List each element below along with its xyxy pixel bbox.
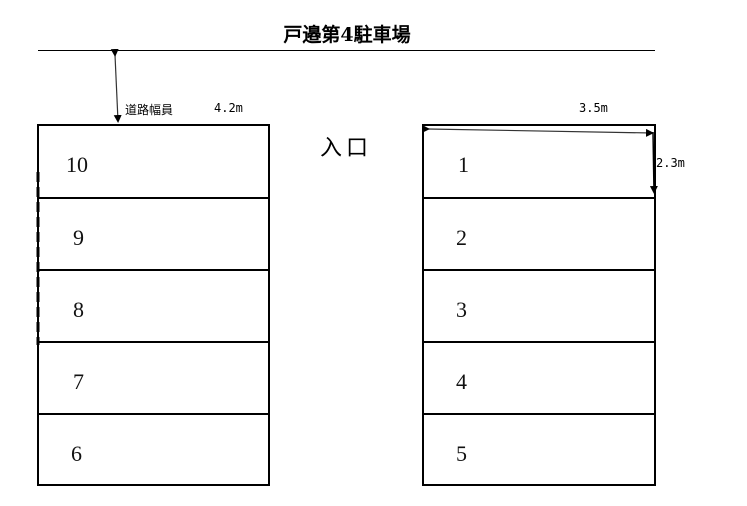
stall-number: 5 (456, 441, 467, 466)
road-edge-line (38, 50, 655, 51)
stall-length-label: 3.5m (579, 101, 608, 115)
stall-number: 3 (456, 297, 467, 322)
parking-stall-7[interactable]: 7 (39, 341, 268, 414)
road-width-label: 道路幅員 (125, 103, 174, 117)
stall-number: 8 (73, 297, 84, 322)
stall-number: 7 (73, 369, 84, 394)
stall-number: 9 (73, 225, 84, 250)
right-parking-block: 1 2 3 4 5 (422, 124, 656, 486)
stall-number: 6 (71, 441, 82, 466)
stall-number: 2 (456, 225, 467, 250)
parking-stall-6[interactable]: 6 (39, 413, 268, 486)
left-parking-block: 10 9 8 7 6 (37, 124, 270, 486)
parking-stall-5[interactable]: 5 (424, 413, 654, 486)
parking-stall-4[interactable]: 4 (424, 341, 654, 414)
entrance-label: 入口 (320, 136, 373, 161)
page-title: 戸邉第4駐車場 (283, 24, 411, 46)
parking-stall-3[interactable]: 3 (424, 269, 654, 342)
parking-stall-10[interactable]: 10 (39, 126, 268, 199)
stall-number: 4 (456, 369, 467, 394)
stall-width-label: 2.3m (656, 156, 685, 170)
stall-number: 10 (66, 152, 88, 177)
stall-number: 1 (458, 152, 469, 177)
parking-stall-1[interactable]: 1 (424, 126, 654, 199)
road-width-value: 4.2m (214, 101, 243, 115)
parking-stall-2[interactable]: 2 (424, 197, 654, 270)
parking-stall-8[interactable]: 8 (39, 269, 268, 342)
road-width-arrow-icon (110, 48, 122, 123)
parking-stall-9[interactable]: 9 (39, 197, 268, 270)
